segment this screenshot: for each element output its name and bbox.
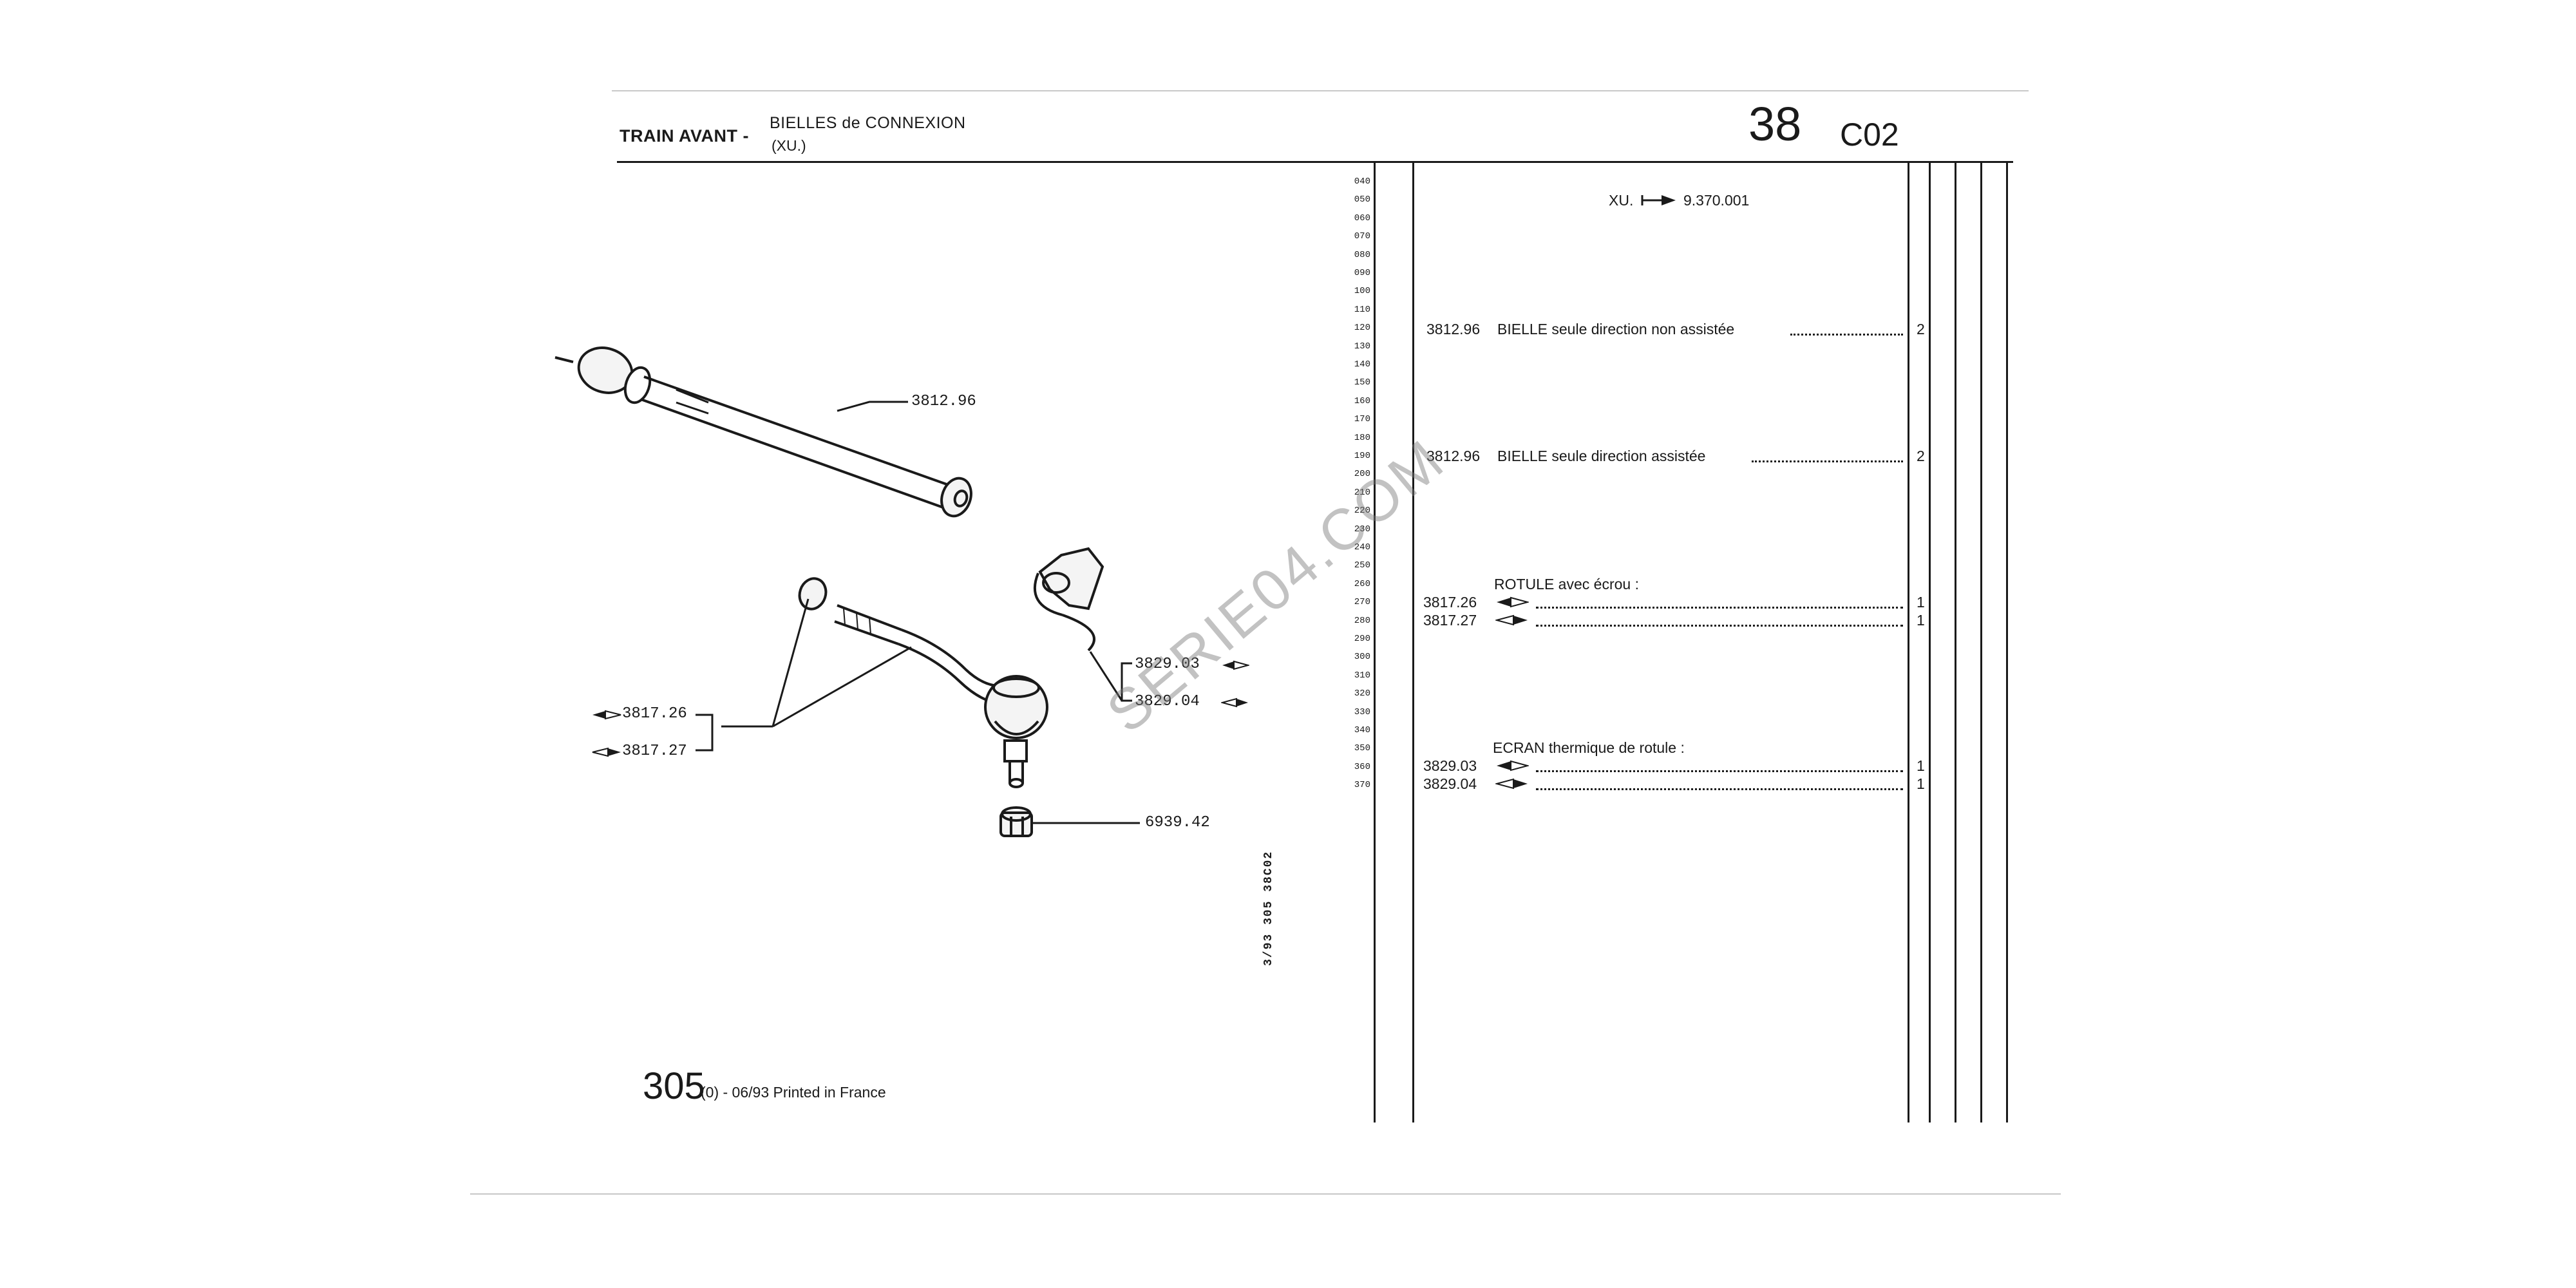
callout-heat-shield-right: 3829.04 <box>1135 693 1200 710</box>
heat-shield-drawing <box>1033 547 1104 652</box>
row-number: 130 <box>1354 341 1370 352</box>
left-side-icon <box>1222 660 1249 670</box>
row-number: 120 <box>1354 323 1370 334</box>
entry-qty: 1 <box>1917 757 1925 774</box>
section-title: TRAIN AVANT - <box>620 126 749 146</box>
row-number: 210 <box>1354 487 1370 498</box>
row-number: 140 <box>1354 359 1370 370</box>
nut-drawing <box>999 806 1033 837</box>
leader-dots <box>1752 460 1903 462</box>
entry-ref: 3817.27 <box>1423 612 1477 629</box>
row-number: 350 <box>1354 743 1370 754</box>
entry-ref: 3829.03 <box>1423 757 1477 774</box>
group-heading: ROTULE avec écrou : <box>1494 576 1639 592</box>
table-line <box>1929 163 1931 1122</box>
table-line <box>1908 163 1909 1122</box>
row-number: 340 <box>1354 725 1370 735</box>
row-number: 080 <box>1354 249 1370 260</box>
table-line <box>1412 163 1414 1122</box>
entry-ref: 3829.04 <box>1423 775 1477 792</box>
row-number: 190 <box>1354 451 1370 461</box>
row-number: 280 <box>1354 615 1370 626</box>
leader-dots <box>1536 607 1903 609</box>
table-line <box>1980 163 1982 1122</box>
row-number: 330 <box>1354 706 1370 717</box>
right-side-icon <box>1495 778 1528 790</box>
row-number: 300 <box>1354 652 1370 663</box>
leader-dots <box>1536 788 1903 790</box>
right-side-icon <box>1221 697 1248 708</box>
footer-model: 305 <box>643 1065 705 1107</box>
entry-ref: 3812.96 <box>1426 448 1481 464</box>
tie-rod-drawing <box>554 346 972 518</box>
bottom-rule <box>470 1193 2061 1195</box>
row-number: 110 <box>1354 304 1370 315</box>
row-number: 320 <box>1354 688 1370 699</box>
row-number: 100 <box>1354 286 1370 297</box>
entry-ref: 3812.96 <box>1426 321 1481 337</box>
left-side-icon <box>592 710 621 720</box>
left-side-icon <box>1497 760 1529 772</box>
row-number: 060 <box>1354 213 1370 223</box>
row-number: 040 <box>1354 176 1370 187</box>
entry-qty: 2 <box>1917 321 1925 337</box>
callout-ball-joint-right: 3817.27 <box>622 743 687 760</box>
right-side-icon <box>1495 614 1528 626</box>
row-number: 050 <box>1354 194 1370 205</box>
page-number: 38 <box>1748 97 1802 151</box>
top-rule <box>612 90 2029 91</box>
leader-dots <box>1536 625 1903 627</box>
entry-ref: 3817.26 <box>1423 594 1477 611</box>
callout-nut: 6939.42 <box>1145 814 1210 831</box>
page-subtitle: BIELLES de CONNEXION <box>770 114 966 132</box>
entry-qty: 1 <box>1917 612 1925 629</box>
entry-description: BIELLE seule direction assistée <box>1497 448 1706 464</box>
right-side-icon <box>592 747 621 757</box>
leader-dots <box>1790 334 1903 336</box>
group-heading: ECRAN thermique de rotule : <box>1493 739 1685 756</box>
row-number: 200 <box>1354 469 1370 480</box>
serial-note-engine: XU. <box>1609 192 1634 209</box>
row-number: 070 <box>1354 231 1370 242</box>
row-number: 180 <box>1354 432 1370 443</box>
row-number: 360 <box>1354 761 1370 772</box>
row-number: 090 <box>1354 268 1370 278</box>
serial-note-number: 9.370.001 <box>1683 192 1750 209</box>
vertical-reference: 3/93 305 38C02 <box>1262 850 1275 966</box>
ball-joint-drawing <box>798 577 1048 788</box>
row-number: 310 <box>1354 670 1370 681</box>
arrow-right-icon <box>1641 195 1676 205</box>
row-number: 160 <box>1354 395 1370 406</box>
left-side-icon <box>1497 596 1529 608</box>
entry-qty: 1 <box>1917 775 1925 792</box>
row-number: 220 <box>1354 506 1370 516</box>
table-line <box>1955 163 1956 1122</box>
header-rule <box>617 161 2013 163</box>
exploded-parts-diagram <box>554 346 1140 837</box>
entry-qty: 2 <box>1917 448 1925 464</box>
row-number: 230 <box>1354 524 1370 535</box>
row-number: 370 <box>1354 780 1370 791</box>
page-code: C02 <box>1840 117 1899 153</box>
row-number: 250 <box>1354 560 1370 571</box>
callout-heat-shield-left: 3829.03 <box>1135 656 1200 673</box>
footer-print-info: (0) - 06/93 Printed in France <box>701 1084 886 1101</box>
row-number: 290 <box>1354 634 1370 644</box>
row-number: 170 <box>1354 414 1370 425</box>
table-line <box>2006 163 2008 1122</box>
entry-description: BIELLE seule direction non assistée <box>1497 321 1735 337</box>
callout-ball-joint-left: 3817.26 <box>622 705 687 723</box>
row-number: 260 <box>1354 578 1370 589</box>
callout-tie-rod: 3812.96 <box>911 393 976 410</box>
table-line <box>1374 163 1376 1122</box>
row-number: 150 <box>1354 377 1370 388</box>
leader-dots <box>1536 770 1903 772</box>
engine-label: (XU.) <box>772 137 806 154</box>
row-number: 270 <box>1354 597 1370 608</box>
row-number: 240 <box>1354 542 1370 553</box>
entry-qty: 1 <box>1917 594 1925 611</box>
leader-lines <box>696 401 1140 824</box>
